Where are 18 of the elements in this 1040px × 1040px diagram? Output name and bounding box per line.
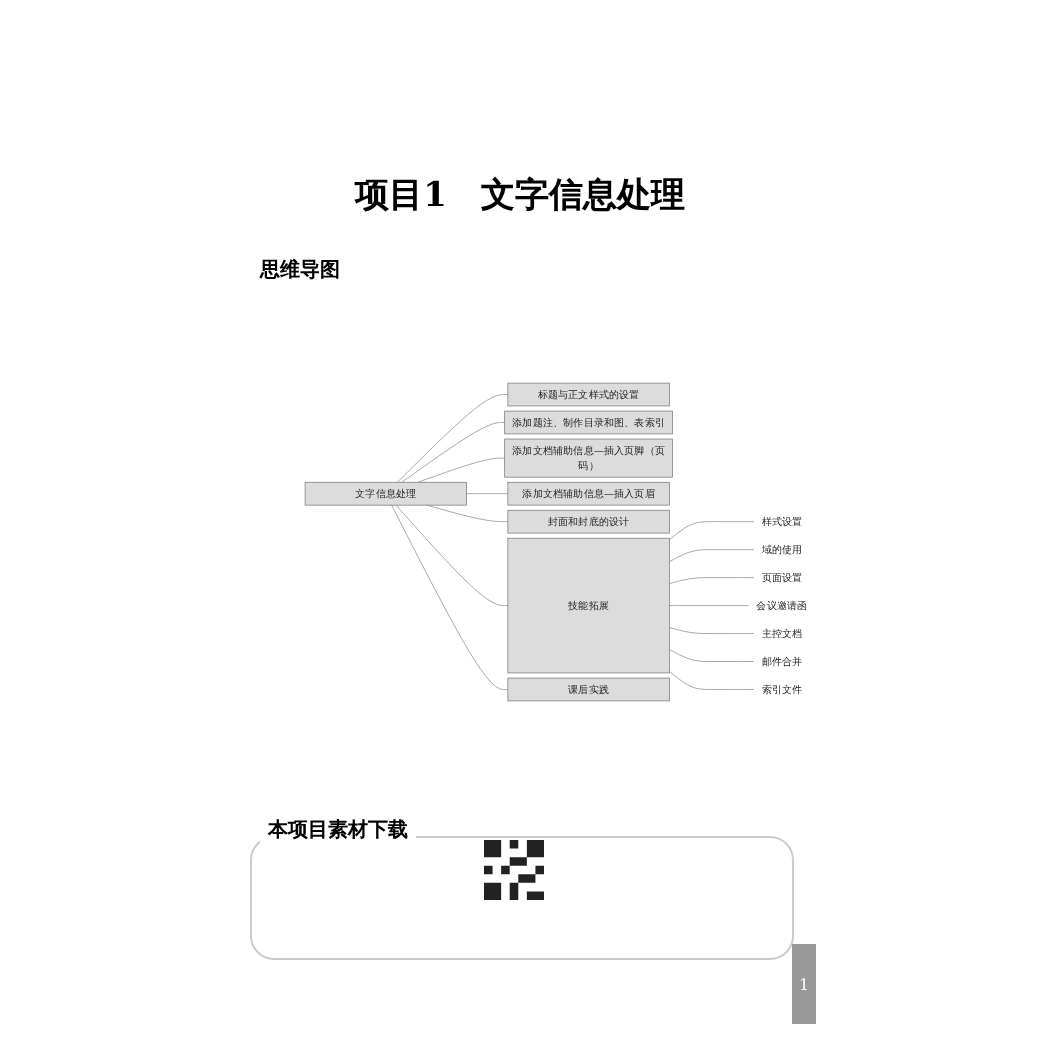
connector: [397, 394, 509, 483]
connector: [426, 504, 509, 522]
connector: [669, 671, 755, 690]
connector: [391, 504, 509, 690]
connector: [669, 627, 755, 634]
connector: [395, 504, 509, 606]
connector: [669, 605, 750, 606]
connector: [417, 457, 505, 483]
page-number: 1: [792, 944, 816, 1024]
page-title: 项目1 文字信息处理: [352, 174, 687, 218]
connector: [669, 649, 755, 662]
connector: [669, 521, 755, 541]
connector: [669, 549, 755, 563]
section-heading: 思维导图: [260, 256, 340, 284]
connector: [669, 577, 755, 584]
connector: [466, 493, 509, 494]
connector: [401, 422, 505, 483]
panel-heading: 本项目素材下载: [260, 816, 416, 844]
